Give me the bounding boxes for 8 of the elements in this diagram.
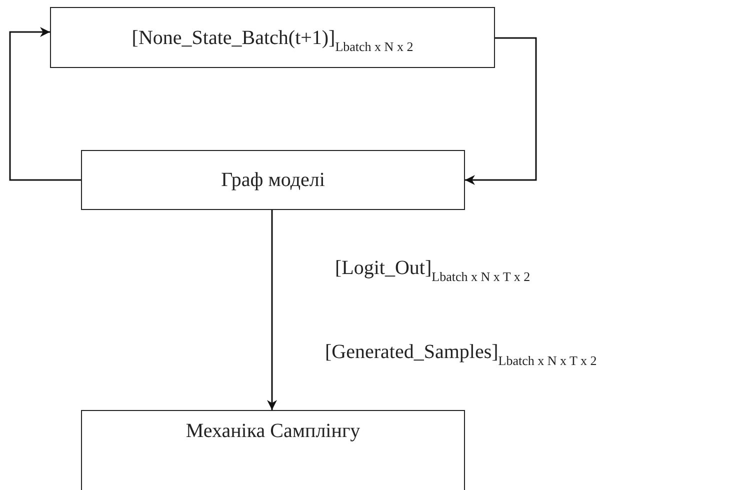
process-box: Граф моделі bbox=[81, 150, 465, 210]
arrow bbox=[267, 210, 277, 410]
data-label: [Logit_Out]$_{Lbatch x N x T x 2}$ bbox=[335, 256, 530, 280]
process-box: [None_State_Batch(t+1)]$_{Lbatch x N x 2}$ bbox=[50, 7, 495, 68]
arrow bbox=[9, 27, 81, 181]
process-box: Механіка Самплінгу bbox=[81, 410, 465, 490]
arrow bbox=[465, 37, 537, 185]
data-label: [Generated_Samples]$_{Lbatch x N x T x 2}$ bbox=[325, 340, 597, 364]
